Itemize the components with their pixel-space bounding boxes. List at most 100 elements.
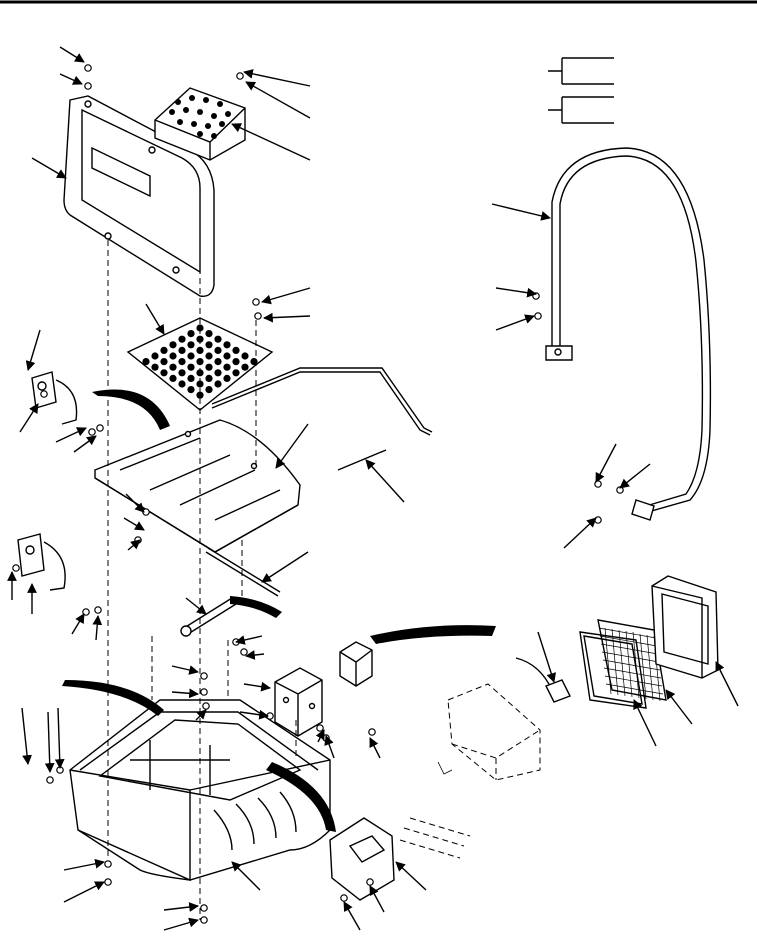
callout-arrow [25, 329, 41, 371]
wire-rod [211, 367, 433, 471]
callout-arrow [369, 737, 381, 759]
plate-hole [223, 352, 231, 360]
plate-hole [214, 335, 222, 343]
plate-hole [214, 380, 222, 388]
callout-arrow [261, 551, 309, 583]
plate-hole [205, 374, 213, 382]
plate-hole [205, 330, 213, 338]
fastener [94, 606, 102, 614]
grille-screen [597, 619, 667, 702]
plate-hole [160, 369, 168, 377]
guard-frame [651, 575, 719, 679]
plate-hole [169, 374, 177, 382]
callout-arrow [537, 631, 556, 683]
plate-hole [205, 363, 213, 371]
plate-hole [187, 363, 195, 371]
plate-hole [223, 374, 231, 382]
plate-hole [178, 369, 186, 377]
fastener [316, 724, 324, 732]
plate-hole [187, 341, 195, 349]
mounting-plate [329, 817, 471, 901]
fastener [200, 916, 208, 924]
plate-hole [178, 335, 186, 343]
callout-arrow [73, 435, 97, 453]
plate-hole [160, 346, 168, 354]
callout-arrow [495, 287, 537, 298]
callout-arrow [245, 650, 265, 660]
callout-arrow [261, 287, 311, 305]
plate-hole [160, 358, 168, 366]
control-box [274, 667, 323, 737]
cable-switch [515, 657, 571, 703]
alignment-lines [107, 218, 297, 920]
callout-arrow [243, 69, 311, 87]
plate-hole [214, 346, 222, 354]
callout-arrow [59, 73, 83, 85]
hand-rail [545, 147, 712, 521]
callout-arrow [71, 613, 85, 635]
fastener [88, 428, 96, 436]
callout-arrow [44, 711, 55, 773]
callout-arrow [263, 312, 311, 323]
callout-arrow [235, 635, 263, 645]
plate-hole [205, 352, 213, 360]
plate-hole [205, 341, 213, 349]
fastener [46, 776, 54, 784]
plate-hole [232, 369, 240, 377]
callout-arrow [92, 615, 103, 641]
fastener [202, 702, 210, 710]
plate-hole [214, 358, 222, 366]
callout-arrow [343, 901, 361, 931]
callout-arrow [145, 303, 165, 335]
plate-hole [232, 358, 240, 366]
lamp-unit [339, 641, 373, 687]
fastener [240, 648, 248, 656]
left-bracket-lower [17, 533, 66, 591]
callout-arrow [324, 735, 335, 759]
plate-hole [169, 341, 177, 349]
callout-arrow [19, 403, 39, 433]
callout-arrow [491, 203, 551, 221]
plate-hole [223, 341, 231, 349]
callout-arrow [245, 81, 311, 119]
callout-arrow [55, 427, 87, 443]
fastener [236, 72, 244, 80]
callout-arrow [275, 423, 309, 469]
callout-arrow [163, 917, 199, 931]
callout-arrow [315, 729, 325, 743]
light-housing-outline [437, 683, 541, 781]
plate-hole [223, 363, 231, 371]
fastener [96, 424, 104, 432]
plate-hole [214, 369, 222, 377]
fastener [104, 878, 112, 886]
plate-hole [250, 358, 258, 366]
callout-arrow [63, 881, 105, 903]
fastener [252, 298, 260, 306]
plate-hole [178, 346, 186, 354]
fastener [12, 564, 20, 572]
fastener [200, 904, 208, 912]
plate-hole [187, 352, 195, 360]
callout-arrow [125, 493, 145, 513]
plate-hole [169, 363, 177, 371]
callout-arrow [123, 517, 145, 531]
plate-hole [151, 363, 159, 371]
callout-arrow [665, 689, 693, 725]
fastener [104, 860, 112, 868]
callout-arrow [127, 539, 141, 551]
plate-hole [232, 346, 240, 354]
fastener [534, 312, 542, 320]
plate-hole [196, 391, 204, 399]
callout-arrow [595, 443, 617, 483]
callout-arrow [171, 688, 199, 699]
fastener [200, 672, 208, 680]
callout-arrow [31, 157, 67, 179]
callout-arrow [563, 517, 597, 549]
perforated-bracket [154, 87, 246, 161]
plate-hole [142, 358, 150, 366]
fastener [200, 688, 208, 696]
callout-arrow [715, 661, 739, 707]
callout-arrow [231, 861, 261, 891]
callout-arrow [243, 681, 271, 692]
